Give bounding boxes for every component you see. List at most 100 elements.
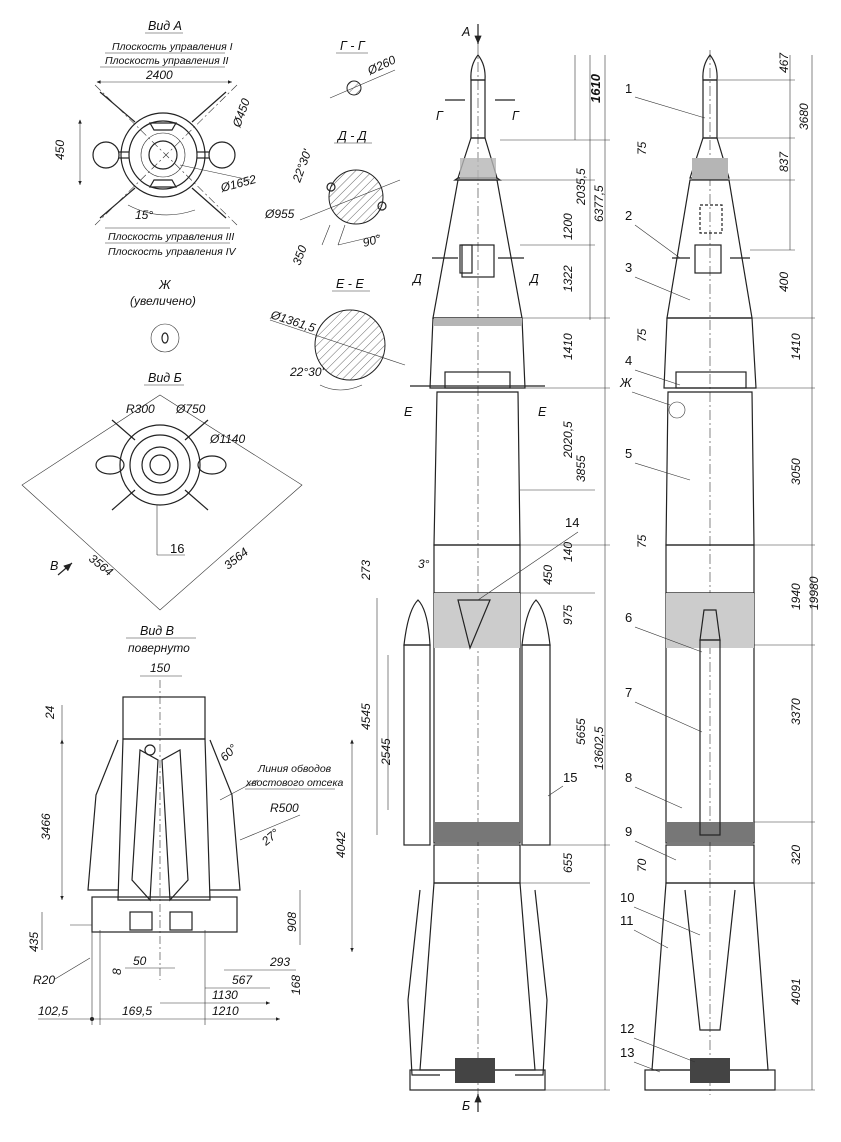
view-v-subtitle: повернуто: [128, 641, 190, 655]
callout-13: 13: [620, 1045, 634, 1060]
view-a-outer-ring: [120, 112, 206, 198]
plane2-label: Плоскость управления II: [105, 55, 229, 67]
dim-1322: 1322: [561, 265, 575, 292]
callout-4: 4: [625, 353, 632, 368]
callout-1: 1: [625, 81, 632, 96]
view-a-title: Вид А: [148, 19, 182, 33]
section-dd: Д - Д 22°30' Ø955 350 90°: [264, 129, 401, 267]
angle-60: 60°: [217, 741, 240, 764]
dim-r300: R300: [126, 402, 155, 416]
dim-19980: 19980: [807, 576, 821, 610]
label-a: А: [461, 25, 470, 39]
dim-4545: 4545: [359, 703, 373, 730]
dim-908: 908: [285, 912, 299, 932]
dim-r20: R20: [33, 973, 55, 987]
view-b: Вид Б R300 Ø750 Ø1140 3564 3564 В 16: [21, 371, 303, 611]
section-d-left: Д: [411, 272, 422, 286]
dim-3466: 3466: [39, 813, 53, 840]
dim-2035: 2035,5: [574, 168, 588, 206]
dim-4042: 4042: [334, 831, 348, 858]
dim-400: 400: [777, 272, 791, 292]
callout-7: 7: [625, 685, 632, 700]
callout-5: 5: [625, 446, 632, 461]
callout-14: 14: [565, 515, 579, 530]
view-zh-title: Ж: [158, 278, 172, 292]
dim-150: 150: [150, 661, 170, 675]
dim-169-5: 169,5: [122, 1004, 152, 1018]
dim-435: 435: [27, 932, 41, 952]
dim-8: 8: [110, 968, 124, 975]
section-g-left: Г: [436, 109, 444, 123]
section-dd-circle: [328, 169, 384, 225]
section-ee: Е - Е Ø1361,5 22°30': [268, 277, 406, 391]
callout-2: 2: [625, 208, 632, 223]
dim-3564-left: 3564: [86, 551, 116, 579]
dim-837: 837: [777, 151, 791, 172]
section-d-right: Д: [528, 272, 539, 286]
callout-3: 3: [625, 260, 632, 275]
dim-655: 655: [561, 853, 575, 873]
callout-6: 6: [625, 610, 632, 625]
view-zh-subtitle: (увеличено): [130, 294, 196, 308]
callout-11: 11: [620, 913, 634, 928]
section-gg-circle: [346, 80, 362, 96]
view-b-title: Вид Б: [148, 371, 182, 385]
callout-10: 10: [620, 890, 634, 905]
dim-450-a: 450: [53, 140, 67, 160]
label-zh-right: Ж: [619, 376, 633, 390]
plane4-label: Плоскость управления IV: [108, 246, 237, 258]
angle-90: 90°: [361, 232, 382, 250]
dim-2400: 2400: [145, 68, 173, 82]
dim-140: 140: [561, 542, 575, 562]
angle-22-30-e: 22°30': [289, 365, 324, 379]
dim-320: 320: [789, 845, 803, 865]
callout-12: 12: [620, 1021, 634, 1036]
dim-70: 70: [635, 858, 649, 872]
right-view-rocket: 1 2 3 4 Ж 5 6 7 8 9 10 11 12 13 467 3680…: [619, 50, 821, 1095]
dim-1410-right: 1410: [789, 333, 803, 360]
dim-dia1652: Ø1652: [218, 172, 258, 195]
dim-2545: 2545: [379, 738, 393, 766]
dim-3680: 3680: [797, 103, 811, 130]
section-gg-title: Г - Г: [340, 39, 366, 53]
dim-1410-center: 1410: [561, 333, 575, 360]
dim-1210: 1210: [212, 1004, 239, 1018]
dim-450-center: 450: [541, 565, 555, 585]
note-line2: хвостового отсека: [245, 777, 343, 789]
view-zh: Ж (увеличено): [130, 278, 196, 353]
angle-3: 3°: [418, 557, 430, 571]
dim-75-c: 75: [635, 534, 649, 548]
angle-27: 27°: [258, 826, 282, 849]
section-ee-circle: [314, 309, 386, 381]
section-gg: Г - Г Ø260: [329, 39, 398, 99]
dim-350-d: 350: [290, 243, 310, 267]
dim-75-b: 75: [635, 328, 649, 342]
dim-dia1361: Ø1361,5: [268, 307, 317, 335]
plane3-label: Плоскость управления III: [108, 231, 234, 243]
dim-24: 24: [43, 705, 57, 720]
plane1-label: Плоскость управления I: [112, 41, 233, 53]
dim-r500: R500: [270, 801, 299, 815]
arrow-v-label: В: [50, 559, 58, 573]
dim-3855: 3855: [574, 455, 588, 482]
booster-right: [208, 141, 236, 169]
section-g-right: Г: [512, 109, 520, 123]
dim-dia955: Ø955: [264, 207, 295, 221]
dim-1130: 1130: [212, 988, 238, 1002]
dim-293: 293: [269, 955, 290, 969]
booster-left: [92, 141, 120, 169]
angle-15: 15°: [135, 208, 153, 222]
label-b: Б: [462, 1099, 470, 1113]
view-v: Вид В повернуто 150 24 3466 60° Линия об…: [27, 624, 354, 1025]
dim-1940: 1940: [789, 583, 803, 610]
dim-dia260: Ø260: [364, 52, 398, 78]
angle-22-30-d: 22°30': [289, 147, 314, 185]
dim-3564-right: 3564: [221, 545, 251, 573]
dim-dia1140: Ø1140: [209, 432, 245, 446]
dim-975: 975: [561, 605, 575, 625]
dim-50: 50: [133, 954, 147, 968]
callout-15: 15: [563, 770, 577, 785]
dim-4091: 4091: [789, 978, 803, 1005]
section-e-right: Е: [538, 405, 547, 419]
